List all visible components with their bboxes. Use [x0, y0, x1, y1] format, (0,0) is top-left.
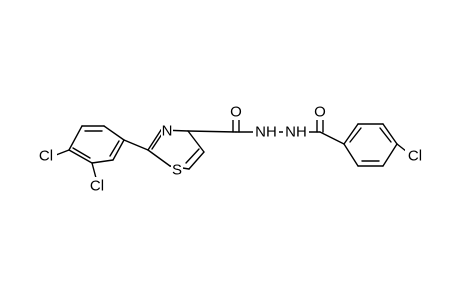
bond: [147, 149, 171, 167]
bond: [188, 151, 205, 170]
bond: [185, 148, 200, 164]
atom-s-thiazole: S: [171, 162, 183, 179]
bond: [55, 149, 70, 156]
bond: [72, 147, 91, 159]
bond: [68, 125, 83, 151]
atom-label: NH: [255, 124, 277, 141]
atom-o-2: O: [313, 104, 327, 121]
bond: [187, 130, 205, 153]
atom-label: O: [314, 104, 326, 121]
atom-nh-1: NH: [253, 124, 279, 141]
atom-cl-1: Cl: [37, 147, 57, 165]
bond-lines: [55, 113, 412, 179]
bond: [91, 159, 114, 164]
atom-label: NH: [285, 124, 307, 141]
atom-label: Cl: [408, 148, 422, 165]
bond: [91, 162, 97, 179]
atom-n-thiazole: N: [161, 123, 173, 140]
atom-cl-2: Cl: [87, 177, 107, 195]
bond: [68, 149, 93, 164]
bond: [379, 127, 392, 143]
bond: [343, 143, 359, 167]
bond: [187, 130, 237, 133]
bond: [382, 123, 398, 145]
bond: [343, 123, 359, 145]
bond: [349, 127, 362, 143]
atom-label: Cl: [39, 148, 53, 165]
bond: [319, 131, 345, 145]
bond: [112, 139, 125, 161]
bond: [109, 140, 120, 157]
atom-o-1: O: [229, 104, 243, 121]
atom-label: O: [230, 104, 242, 121]
atom-label: S: [172, 162, 182, 179]
bond: [382, 143, 398, 167]
atom-nh-2: NH: [283, 124, 309, 141]
atom-cl-3: Cl: [405, 147, 425, 165]
bond: [123, 139, 149, 151]
atom-label: N: [162, 123, 173, 140]
bond: [147, 129, 162, 151]
atom-labels: Cl Cl N S O NH NH O: [37, 104, 425, 195]
bond: [103, 125, 125, 141]
atom-label: Cl: [90, 178, 104, 195]
